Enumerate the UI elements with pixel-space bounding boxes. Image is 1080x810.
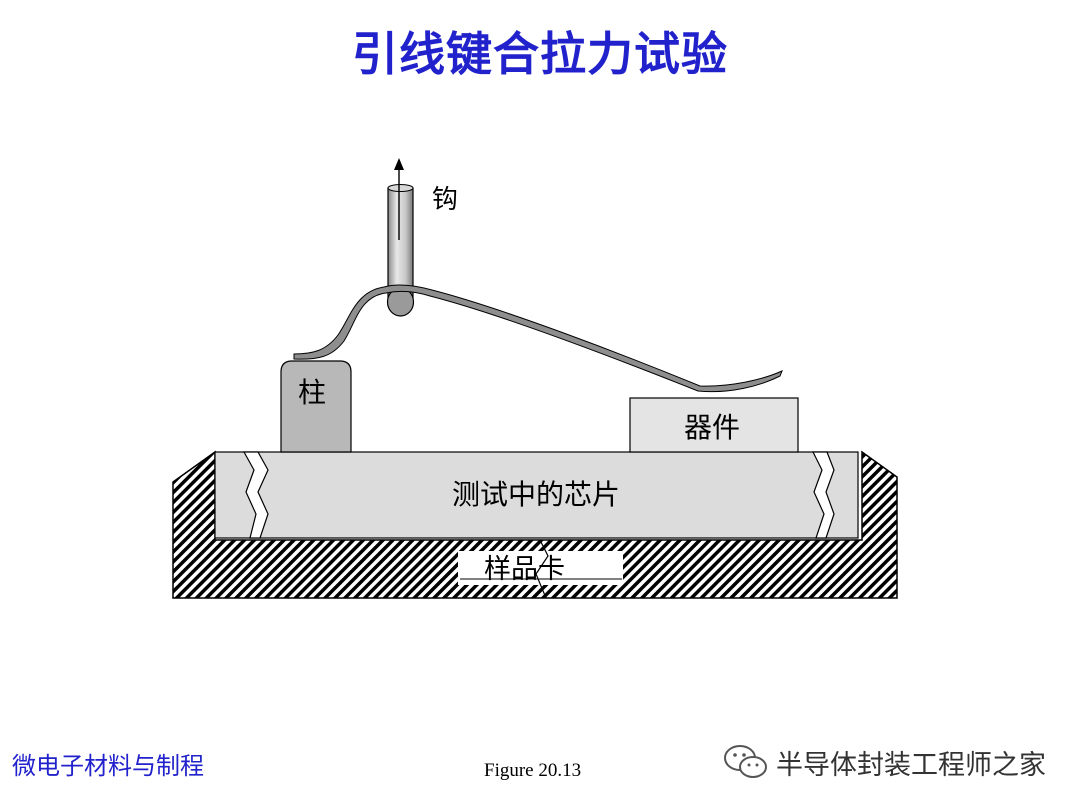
hook-rod-top [387,184,414,192]
hook-label: 钩 [432,185,458,215]
chip-break-right [812,451,835,539]
chip-break-left [242,451,269,539]
holder-label: 样品卡 [484,554,565,585]
holder-break-mark [535,539,549,599]
post-label: 柱 [298,376,326,409]
pull-arrow-icon [394,158,404,170]
page-title: 引线键合拉力试验 [352,27,728,81]
post [280,360,352,453]
device [629,397,799,453]
bond-wire [293,284,783,393]
watermark-text: 半导体封装工程师之家 [776,749,1046,781]
hook-rod [387,187,414,299]
device-label: 器件 [684,411,740,444]
chip [214,451,859,539]
wechat-icon [724,745,767,778]
chip-label: 测试中的芯片 [452,478,620,511]
course-name: 微电子材料与制程 [12,752,204,780]
figure-number: Figure 20.13 [484,760,582,781]
watermark: 半导体封装工程师之家 [722,742,1046,782]
